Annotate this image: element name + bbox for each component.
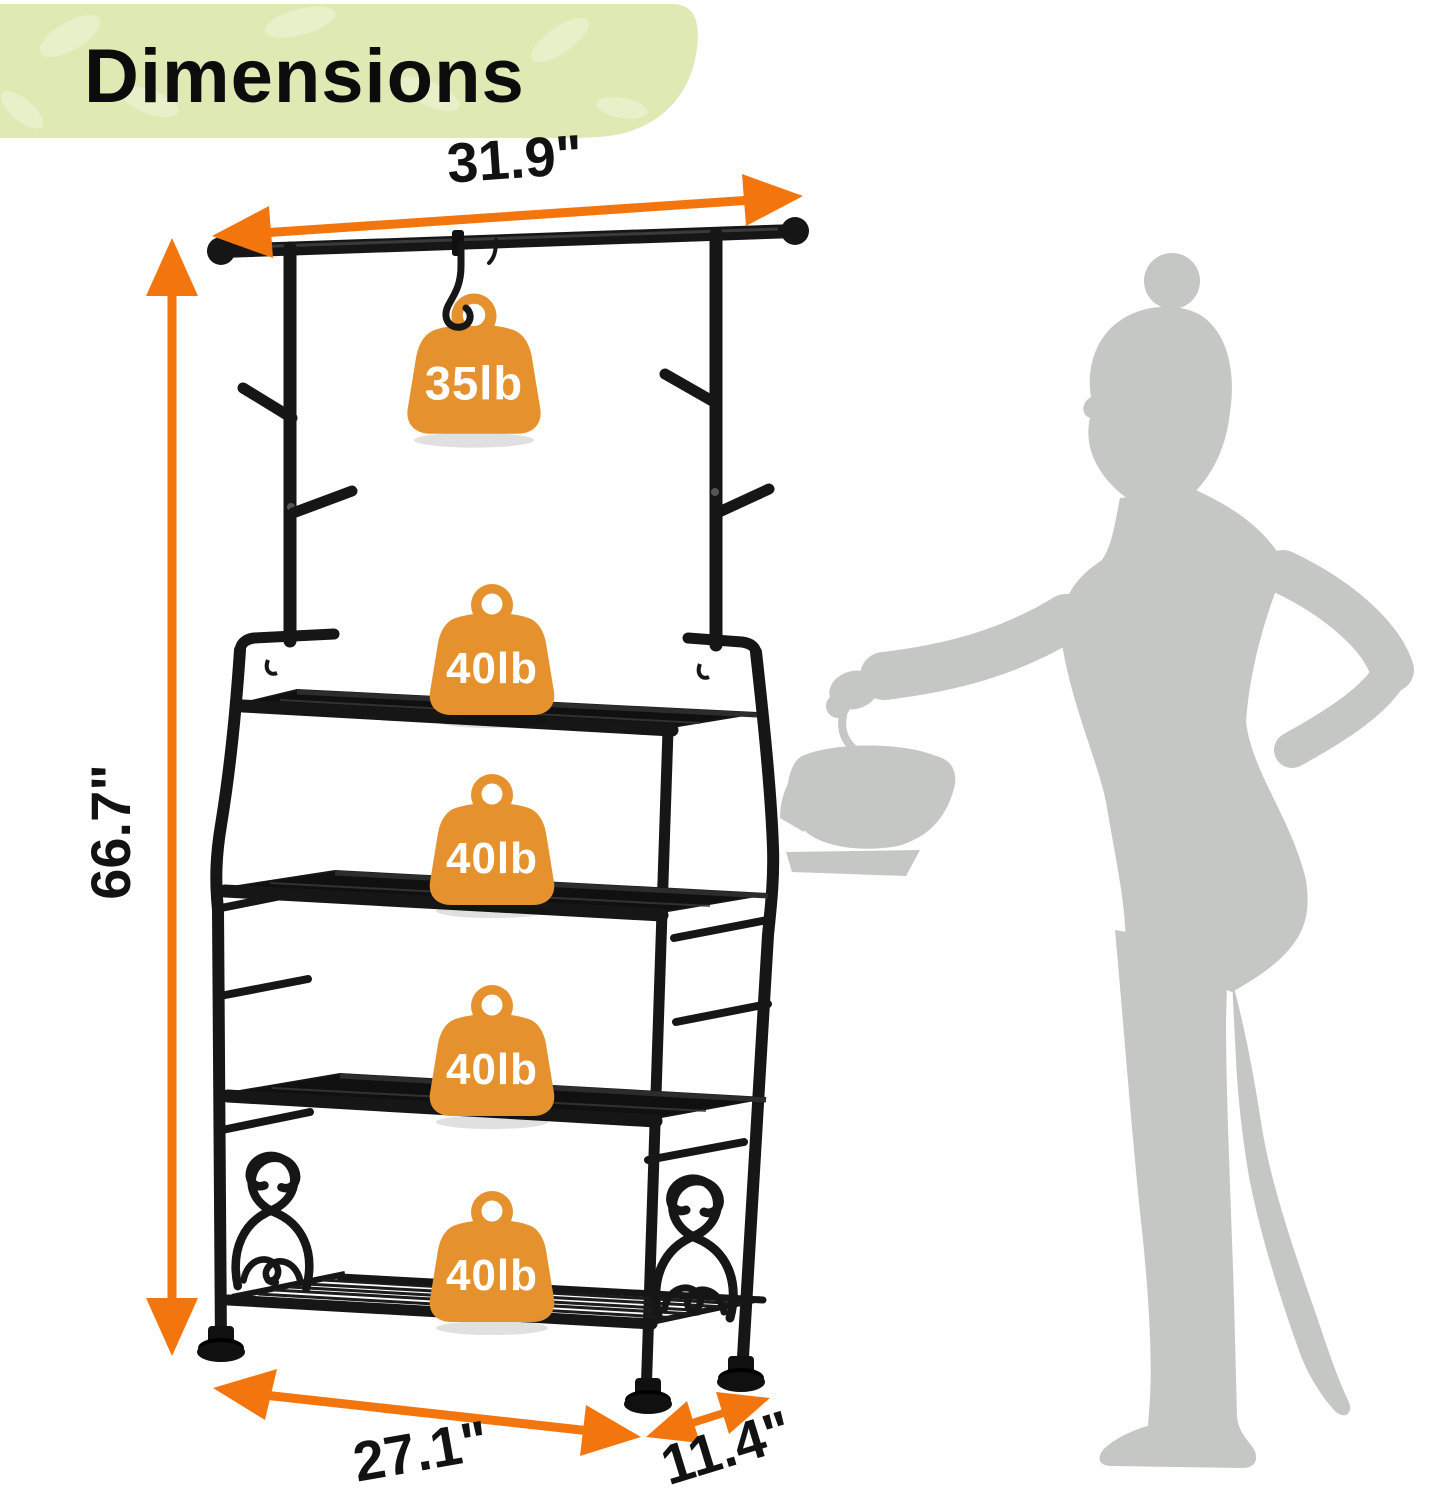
bar-end-cap-right [781, 217, 809, 245]
base-width-arrow-icon [213, 1369, 641, 1456]
small-hanger-hook-icon [487, 238, 498, 265]
weight-badge-label: 35lb [425, 356, 523, 409]
coat-hooks [237, 368, 775, 519]
title-banner: Dimensions [0, 4, 698, 138]
depth-arrow-icon [646, 1392, 770, 1443]
frame-side-left [210, 644, 246, 1354]
base-width-label: 27.1" [348, 1408, 492, 1494]
frame-side-right [736, 646, 780, 1380]
frame-clamp-bar-right [682, 632, 762, 660]
weight-badge-shelf-3: 40lb [429, 985, 555, 1129]
weight-badge-label: 40lb [446, 644, 538, 693]
bar-end-cap-left [207, 237, 235, 265]
silhouette-extended-arm [860, 594, 1090, 700]
post-screw [711, 488, 719, 496]
silhouette-head [1083, 306, 1232, 507]
hanging-bar-width-arrow-icon [212, 174, 803, 258]
height-label: 66.7" [79, 764, 142, 900]
leaf-decoration-icon [0, 6, 648, 129]
page-title: Dimensions [84, 34, 525, 119]
hanging-bar-width-label: 31.9" [445, 122, 585, 194]
silhouette-hip-arm-upper [1261, 550, 1414, 692]
foot-cap-rear-right [717, 1356, 765, 1392]
height-arrow-icon [146, 238, 198, 1356]
scroll-ornament-left [236, 1156, 310, 1288]
front-right-leg [640, 724, 674, 1404]
s-hook-icon [442, 240, 474, 331]
coat-hook-icon [287, 485, 358, 519]
weight-badge-label: 40lb [446, 834, 538, 883]
weight-badge-shelf-2: 40lb [429, 774, 555, 918]
load-capacity-badges: 35lb 40lb 40lb 40lb 40lb [407, 240, 555, 1335]
silhouette-back-leg [1232, 980, 1351, 1416]
kettle-pour-stream [786, 850, 920, 876]
weight-badge-hanging-bar: 35lb [407, 293, 541, 448]
silhouette-hair-bun [1144, 253, 1200, 309]
weight-badge-label: 40lb [446, 1045, 538, 1094]
frame-hook-detail [264, 659, 278, 676]
person-silhouette [780, 253, 1414, 1468]
foot-cap-left [197, 1326, 245, 1362]
silhouette-torso [1061, 490, 1308, 992]
weight-badge-label: 40lb [446, 1251, 538, 1300]
kettle-spout [780, 770, 814, 832]
coat-hook-icon [237, 382, 298, 424]
kettle-silhouette [787, 745, 956, 849]
coat-hook-icon [711, 483, 775, 519]
weight-badge-shelf-1: 40lb [429, 584, 555, 728]
silhouette-front-leg [1099, 930, 1257, 1468]
coat-hook-icon [659, 368, 720, 408]
weight-badge-shelf-4: 40lb [429, 1191, 555, 1335]
hanging-bar [215, 224, 802, 258]
frame-hook-detail [696, 663, 710, 680]
hanging-bar-highlight [244, 227, 779, 249]
foot-cap-front-right [624, 1378, 672, 1414]
silhouette-hip-arm-forearm [1274, 652, 1410, 768]
